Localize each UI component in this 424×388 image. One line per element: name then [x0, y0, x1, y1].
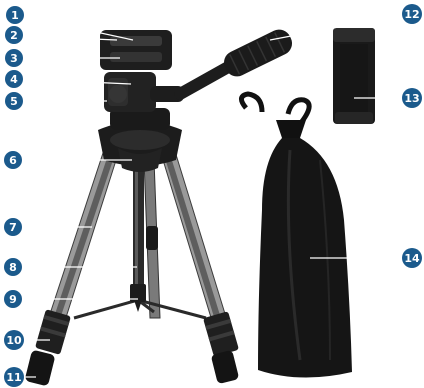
leg-spreader — [74, 284, 206, 318]
center-column — [133, 162, 144, 292]
pan-tilt-head — [100, 30, 184, 130]
callout-9-label: 9 — [9, 293, 17, 306]
callout-12-label: 12 — [404, 8, 419, 21]
callout-10-label: 10 — [6, 334, 22, 347]
callout-2-label: 2 — [10, 29, 18, 42]
tripod-legs — [46, 148, 230, 334]
callout-11-label: 11 — [6, 371, 21, 384]
callout-8-label: 8 — [9, 261, 17, 274]
callout-7-label: 7 — [9, 221, 17, 234]
crank-handle — [146, 226, 158, 250]
right-leg-inner — [164, 154, 224, 330]
leg-locks — [35, 309, 239, 357]
phone-holder — [333, 28, 375, 124]
callout-13-label: 13 — [404, 92, 419, 105]
rubber-feet — [24, 350, 239, 387]
callout-1-label: 1 — [11, 9, 19, 22]
callout-14-label: 14 — [404, 252, 420, 265]
callout-3-label: 3 — [10, 52, 18, 65]
pan-handle — [180, 26, 296, 94]
carry-bag — [241, 94, 352, 378]
callout-5-label: 5 — [10, 95, 18, 108]
callout-4-label: 4 — [10, 73, 18, 86]
callout-6-label: 6 — [9, 154, 17, 167]
